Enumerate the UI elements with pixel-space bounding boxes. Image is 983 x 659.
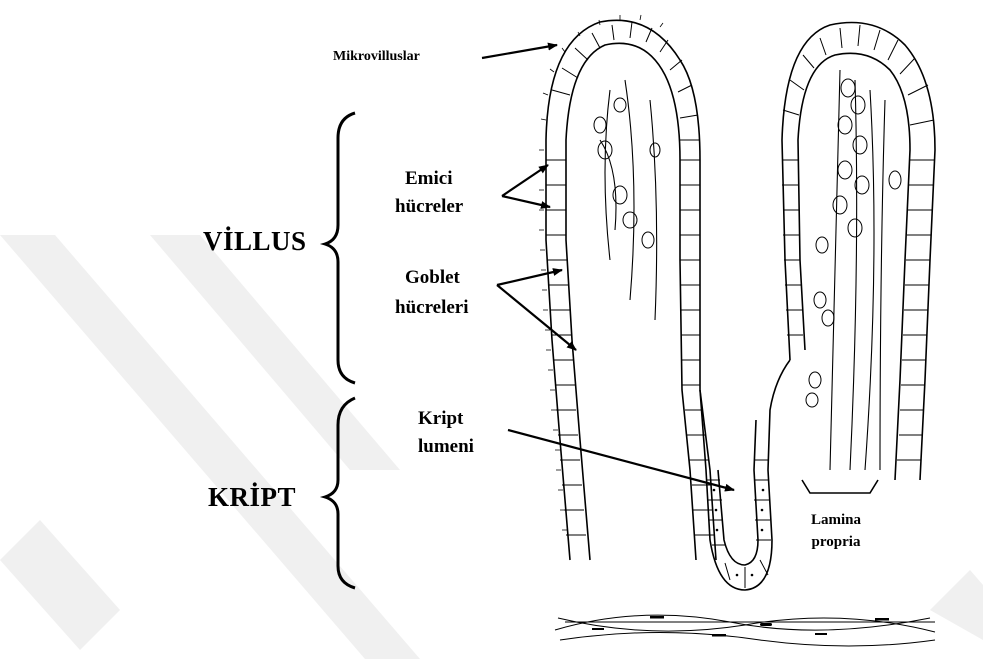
villus-label: VİLLUS <box>203 226 307 257</box>
crypt <box>700 360 790 590</box>
lamina-propria-label-line1: Lamina <box>796 512 876 529</box>
right-villus <box>782 23 935 481</box>
watermark <box>0 235 983 659</box>
goblet-cells-label-line1: Goblet <box>405 267 460 289</box>
absorptive-arrow-2 <box>502 196 550 207</box>
goblet-arrow-1 <box>497 270 562 285</box>
crypt-label: KRİPT <box>208 482 296 513</box>
absorptive-cells-label-line1: Emici <box>405 168 453 190</box>
microvilli-arrow <box>482 45 557 58</box>
crypt-lumen-label-line2: lumeni <box>418 436 474 458</box>
absorptive-cells-label-line2: hücreler <box>395 196 463 218</box>
lamina-propria-label-line2: propria <box>796 534 876 551</box>
muscularis-layer <box>555 615 935 646</box>
goblet-cells-label-line2: hücreleri <box>395 297 469 319</box>
goblet-arrow-2 <box>497 285 576 350</box>
lamina-propria-bracket <box>802 480 878 493</box>
absorptive-arrow-1 <box>502 165 548 196</box>
crypt-lumen-label-line1: Kript <box>418 408 463 430</box>
microvilli-label: Mikrovilluslar <box>333 49 420 65</box>
villus-bracket <box>325 113 355 383</box>
